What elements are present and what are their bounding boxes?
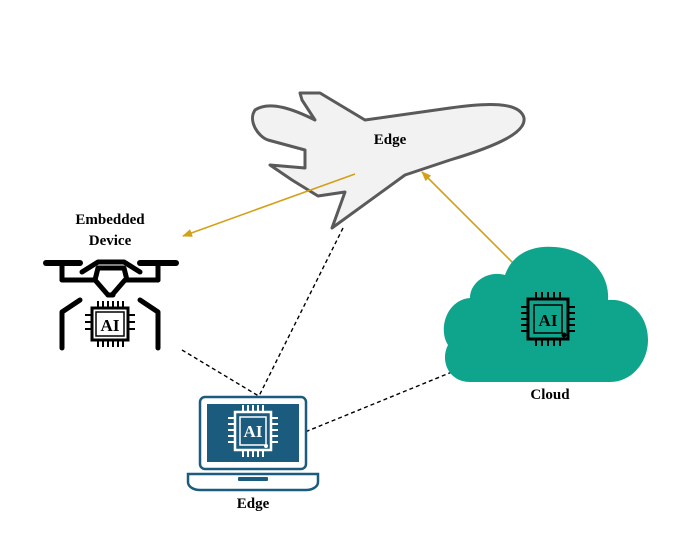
laptop-icon: AI xyxy=(186,395,320,492)
cloud-label: Cloud xyxy=(530,387,570,403)
drone-icon xyxy=(43,259,179,351)
arrow-airplane-to-drone xyxy=(182,173,356,237)
embedded-device-label-line2: Device xyxy=(88,233,132,249)
cloud-icon: AI xyxy=(443,246,648,382)
cloud-chip-label: AI xyxy=(539,311,558,330)
airplane-icon xyxy=(251,91,526,230)
drone-chip-label: AI xyxy=(101,316,120,335)
laptop-chip-label: AI xyxy=(244,422,263,441)
drone-ai-chip: AI xyxy=(85,301,135,347)
link-airplane-laptop xyxy=(257,227,344,399)
laptop-label: Edge xyxy=(236,496,270,512)
link-drone-laptop xyxy=(181,349,263,399)
arrow-cloud-to-airplane xyxy=(421,171,516,266)
embedded-device-label-line1: Embedded xyxy=(75,212,145,228)
link-cloud-laptop xyxy=(304,371,453,433)
airplane-label: Edge xyxy=(373,132,407,148)
